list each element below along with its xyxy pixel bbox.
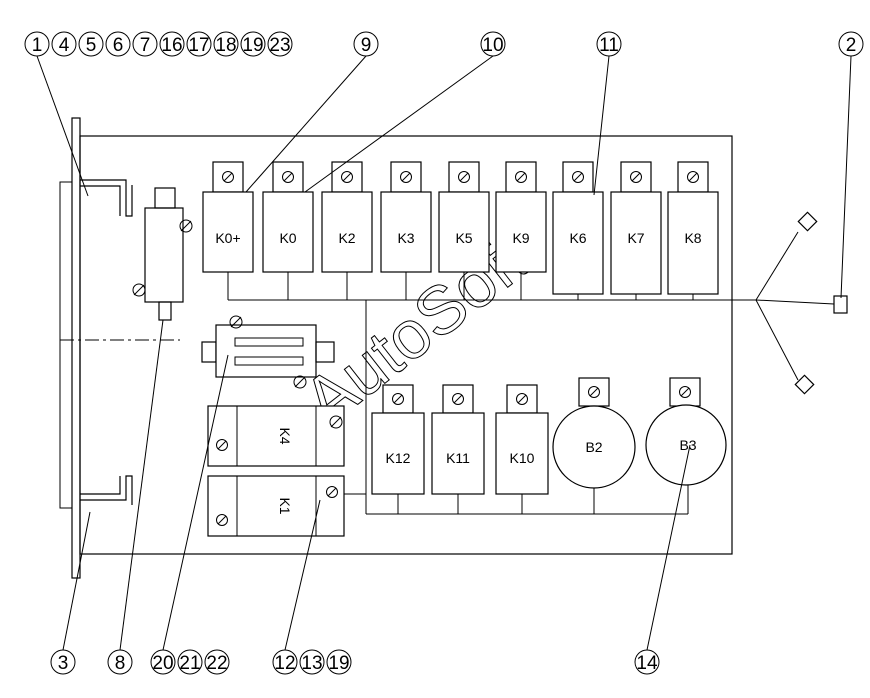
relay-label: K3	[397, 230, 414, 246]
callout-number: 3	[58, 653, 69, 674]
callout-number: 17	[188, 35, 209, 56]
connector-icon	[797, 211, 818, 232]
screw-icon	[293, 375, 307, 389]
callout-number: 7	[140, 35, 151, 56]
callout-10: 10	[480, 31, 506, 57]
callout-number: 10	[482, 35, 503, 56]
relay-label: K6	[569, 230, 586, 246]
screw-icon	[329, 415, 343, 429]
relay-label: K10	[510, 450, 535, 466]
callout-number: 13	[301, 653, 322, 674]
cable-harness	[755, 211, 848, 395]
relay-K6: K6	[552, 161, 604, 295]
callout-number: 23	[269, 35, 290, 56]
front-panel	[59, 117, 733, 579]
screw-icon	[229, 315, 243, 329]
buzzer-label: B3	[679, 437, 696, 453]
fuse-holder-icon	[234, 337, 304, 347]
leader-lines	[36, 55, 852, 651]
relay-K7: K7	[610, 161, 662, 295]
callout-11: 11	[596, 31, 622, 57]
callout-number: 4	[59, 35, 70, 56]
callout-group-20-22: 20 21 22	[150, 649, 230, 675]
relay-label: K1	[277, 497, 293, 514]
callout-number: 8	[115, 653, 126, 674]
callout-number: 11	[599, 35, 619, 56]
wiring-bus	[227, 272, 756, 515]
relay-label: K2	[338, 230, 355, 246]
callout-group-12-19: 12 13 19	[272, 649, 352, 675]
callout-number: 21	[179, 653, 200, 674]
relay-label: K0	[279, 230, 296, 246]
fuse-component	[132, 187, 193, 321]
relay-K12: K12	[371, 384, 425, 495]
relay-K0plus: K0+	[202, 161, 254, 273]
callout-9: 9	[353, 31, 379, 57]
callout-number: 22	[206, 653, 227, 674]
connector-icon	[833, 295, 848, 314]
callout-number: 20	[152, 653, 173, 674]
callout-number: 16	[161, 35, 182, 56]
relay-label: K4	[277, 427, 293, 444]
buzzer-B3: B3	[645, 377, 727, 486]
screw-icon	[179, 219, 193, 233]
callout-3: 3	[50, 649, 76, 675]
relay-K11: K11	[431, 384, 485, 495]
callout-number: 12	[274, 653, 295, 674]
callout-number: 18	[215, 35, 236, 56]
callout-group-1-23: 1 4 5 6 7 16 17 18 19 23	[24, 31, 293, 57]
relay-K1: K1	[207, 475, 345, 537]
connector-icon	[794, 374, 815, 395]
fuse-holder	[201, 315, 335, 389]
callout-number: 19	[242, 35, 263, 56]
relay-K5: K5	[438, 161, 490, 273]
relay-label: K0+	[215, 230, 240, 246]
relay-label: K8	[684, 230, 701, 246]
callout-2: 2	[838, 31, 864, 57]
callout-number: 5	[86, 35, 97, 56]
relay-K4: K4	[207, 405, 345, 467]
callout-number: 19	[328, 653, 349, 674]
relay-label: K5	[455, 230, 472, 246]
relay-K2: K2	[321, 161, 373, 273]
relay-label: K12	[386, 450, 411, 466]
callout-number: 6	[113, 35, 124, 56]
callout-number: 1	[32, 35, 43, 56]
callout-number: 14	[636, 653, 658, 674]
relay-label: K7	[627, 230, 644, 246]
relay-label: K11	[446, 450, 470, 466]
callout-number: 9	[361, 35, 372, 56]
callout-number: 2	[846, 35, 857, 56]
fuse-holder-icon	[234, 356, 304, 366]
relay-K8: K8	[667, 161, 719, 295]
callout-8: 8	[107, 649, 133, 675]
callout-14: 14	[634, 649, 660, 675]
relay-K10: K10	[495, 384, 549, 495]
relay-K3: K3	[380, 161, 432, 273]
buzzer-label: B2	[585, 439, 602, 455]
screw-icon	[132, 283, 146, 297]
relay-label: K9	[512, 230, 529, 246]
buzzer-B2: B2	[552, 377, 636, 489]
relay-K0: K0	[262, 161, 314, 273]
relay-K9: K9	[495, 161, 547, 273]
